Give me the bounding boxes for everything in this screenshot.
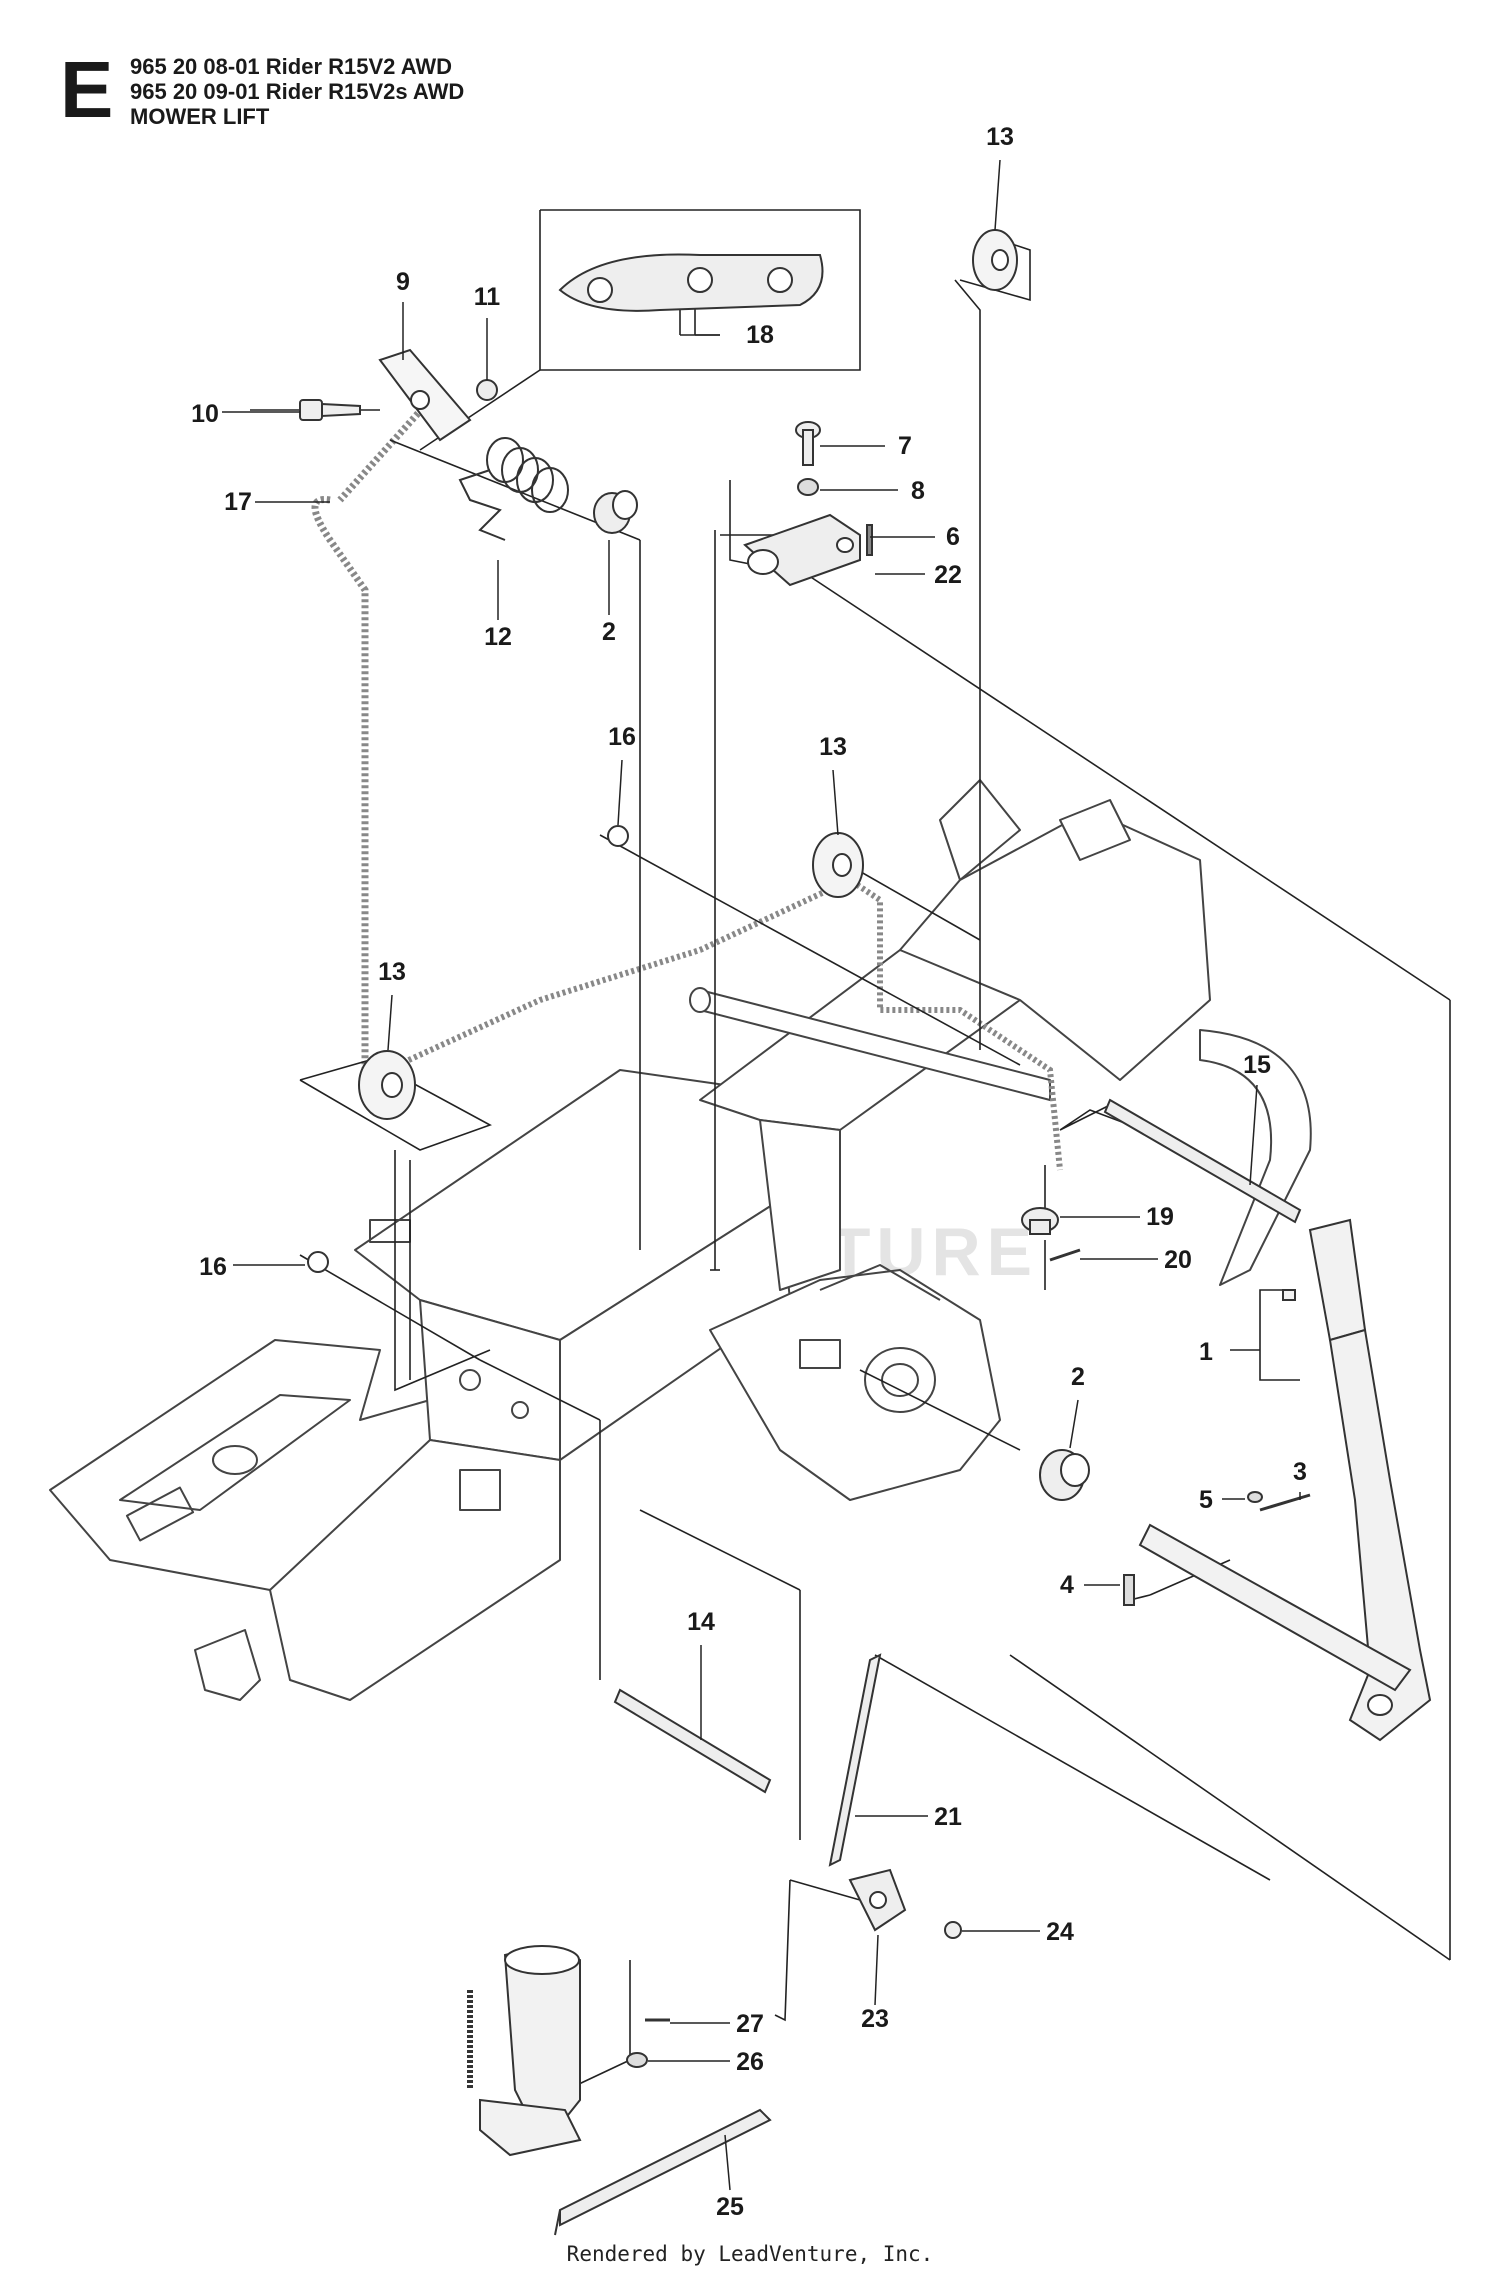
- pin-4: [1123, 1574, 1135, 1606]
- pulley-13-middle: [812, 832, 864, 898]
- bolt-7: [795, 421, 821, 466]
- assembly-title: MOWER LIFT: [130, 104, 270, 129]
- callout-3: 3: [1293, 1458, 1307, 1486]
- nut-24: [944, 1921, 962, 1939]
- callout-9: 9: [396, 268, 410, 296]
- lift-shaft: [1138, 1523, 1412, 1692]
- callout-13-lower: 13: [378, 958, 406, 986]
- callout-11: 11: [474, 283, 501, 311]
- pin-20: [1049, 1248, 1081, 1262]
- callout-6: 6: [946, 523, 960, 551]
- callout-23: 23: [861, 2005, 889, 2033]
- callout-10: 10: [191, 400, 219, 428]
- spring-12: [458, 437, 569, 541]
- nut-11: [476, 379, 498, 401]
- pedal-assembly: [467, 1945, 582, 2157]
- callout-18: 18: [746, 321, 774, 349]
- bushing-2-lower: [1039, 1449, 1090, 1501]
- lift-lever-1: [1282, 1218, 1432, 1742]
- rod-14: [613, 1688, 772, 1794]
- rod-15: [1103, 1098, 1302, 1224]
- washer-8: [797, 478, 819, 496]
- rod-25: [559, 2108, 772, 2227]
- callout-2-top: 2: [602, 618, 616, 646]
- washer-26: [626, 2052, 648, 2068]
- callout-26: 26: [736, 2048, 764, 2076]
- callout-25: 25: [716, 2193, 744, 2221]
- callout-15: 15: [1243, 1051, 1271, 1079]
- callout-12: 12: [484, 623, 512, 651]
- callout-14: 14: [687, 1608, 715, 1636]
- bolt-10: [299, 399, 361, 421]
- callout-7: 7: [898, 432, 912, 460]
- callout-1: 1: [1199, 1338, 1213, 1366]
- callout-13-middle: 13: [819, 733, 847, 761]
- pulley-13-lower: [358, 1050, 416, 1120]
- model-line-1: 965 20 08-01 Rider R15V2 AWD: [130, 54, 453, 79]
- callout-19: 19: [1146, 1203, 1174, 1231]
- rod-21: [828, 1653, 882, 1867]
- footer-credit: Rendered by LeadVenture, Inc.: [566, 2242, 934, 2266]
- callout-5: 5: [1199, 1486, 1213, 1514]
- bushing-2-top: [593, 490, 638, 534]
- title-block: 965 20 08-01 Rider R15V2 AWD 965 20 09-0…: [130, 54, 464, 129]
- pulley-13-top: [972, 229, 1018, 291]
- callout-16-lower: 16: [199, 1253, 227, 1281]
- parts: [299, 229, 1432, 2236]
- callout-17: 17: [224, 488, 252, 516]
- clip-16-lower: [307, 1251, 329, 1273]
- bracket-23: [848, 1868, 907, 1932]
- model-line-2: 965 20 09-01 Rider R15V2s AWD: [130, 79, 465, 104]
- callout-8: 8: [911, 477, 925, 505]
- rod-25-end: [554, 2209, 561, 2236]
- section-letter: E: [60, 45, 114, 134]
- pin-22: [866, 524, 873, 556]
- main-frame: [49, 779, 1312, 1701]
- callout-20: 20: [1164, 1246, 1192, 1274]
- clip-16-upper: [607, 825, 629, 847]
- callout-4: 4: [1060, 1571, 1074, 1599]
- chain-cable: [311, 397, 1063, 1171]
- callout-16-upper: 16: [608, 723, 636, 751]
- callout-13-top: 13: [986, 123, 1014, 151]
- screw-5: [1247, 1491, 1263, 1503]
- callouts: 13 18 9 11 10 17 12 2 7 8 6 22 16 13 13 …: [191, 123, 1307, 2221]
- callout-2-lower: 2: [1071, 1363, 1085, 1391]
- callout-24: 24: [1046, 1918, 1074, 1946]
- callout-22: 22: [934, 561, 962, 589]
- bushing-19: [1021, 1207, 1059, 1235]
- chain-detail-inset: [558, 253, 824, 312]
- bracket-6: [743, 513, 861, 587]
- pin-3: [1259, 1493, 1311, 1512]
- callout-21: 21: [934, 1803, 962, 1831]
- callout-27: 27: [736, 2010, 764, 2038]
